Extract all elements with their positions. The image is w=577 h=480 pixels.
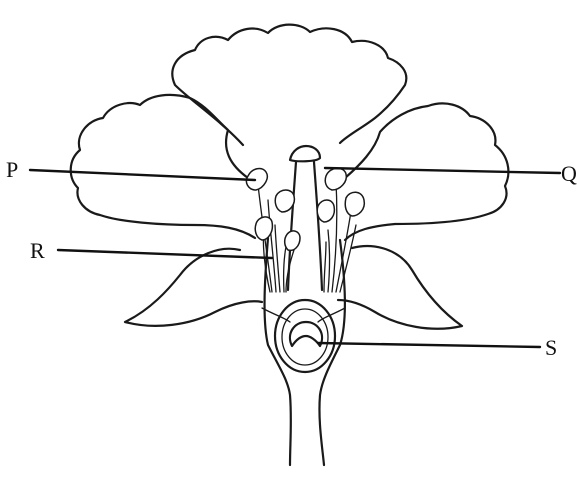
stigma: [290, 146, 320, 161]
pointer-line-r: [58, 250, 272, 258]
label-s: S: [545, 335, 557, 360]
style: [288, 162, 322, 290]
right-anthers: [317, 168, 364, 222]
label-q: Q: [561, 161, 577, 186]
left-petal: [71, 95, 255, 238]
left-sepal: [125, 249, 262, 326]
label-r: R: [30, 238, 45, 263]
pointer-line-p: [30, 170, 255, 180]
pointer-line-q: [325, 168, 560, 173]
pointer-line-s: [318, 343, 540, 347]
right-sepal: [338, 246, 462, 329]
top-petal: [172, 25, 406, 145]
label-p: P: [6, 157, 18, 182]
